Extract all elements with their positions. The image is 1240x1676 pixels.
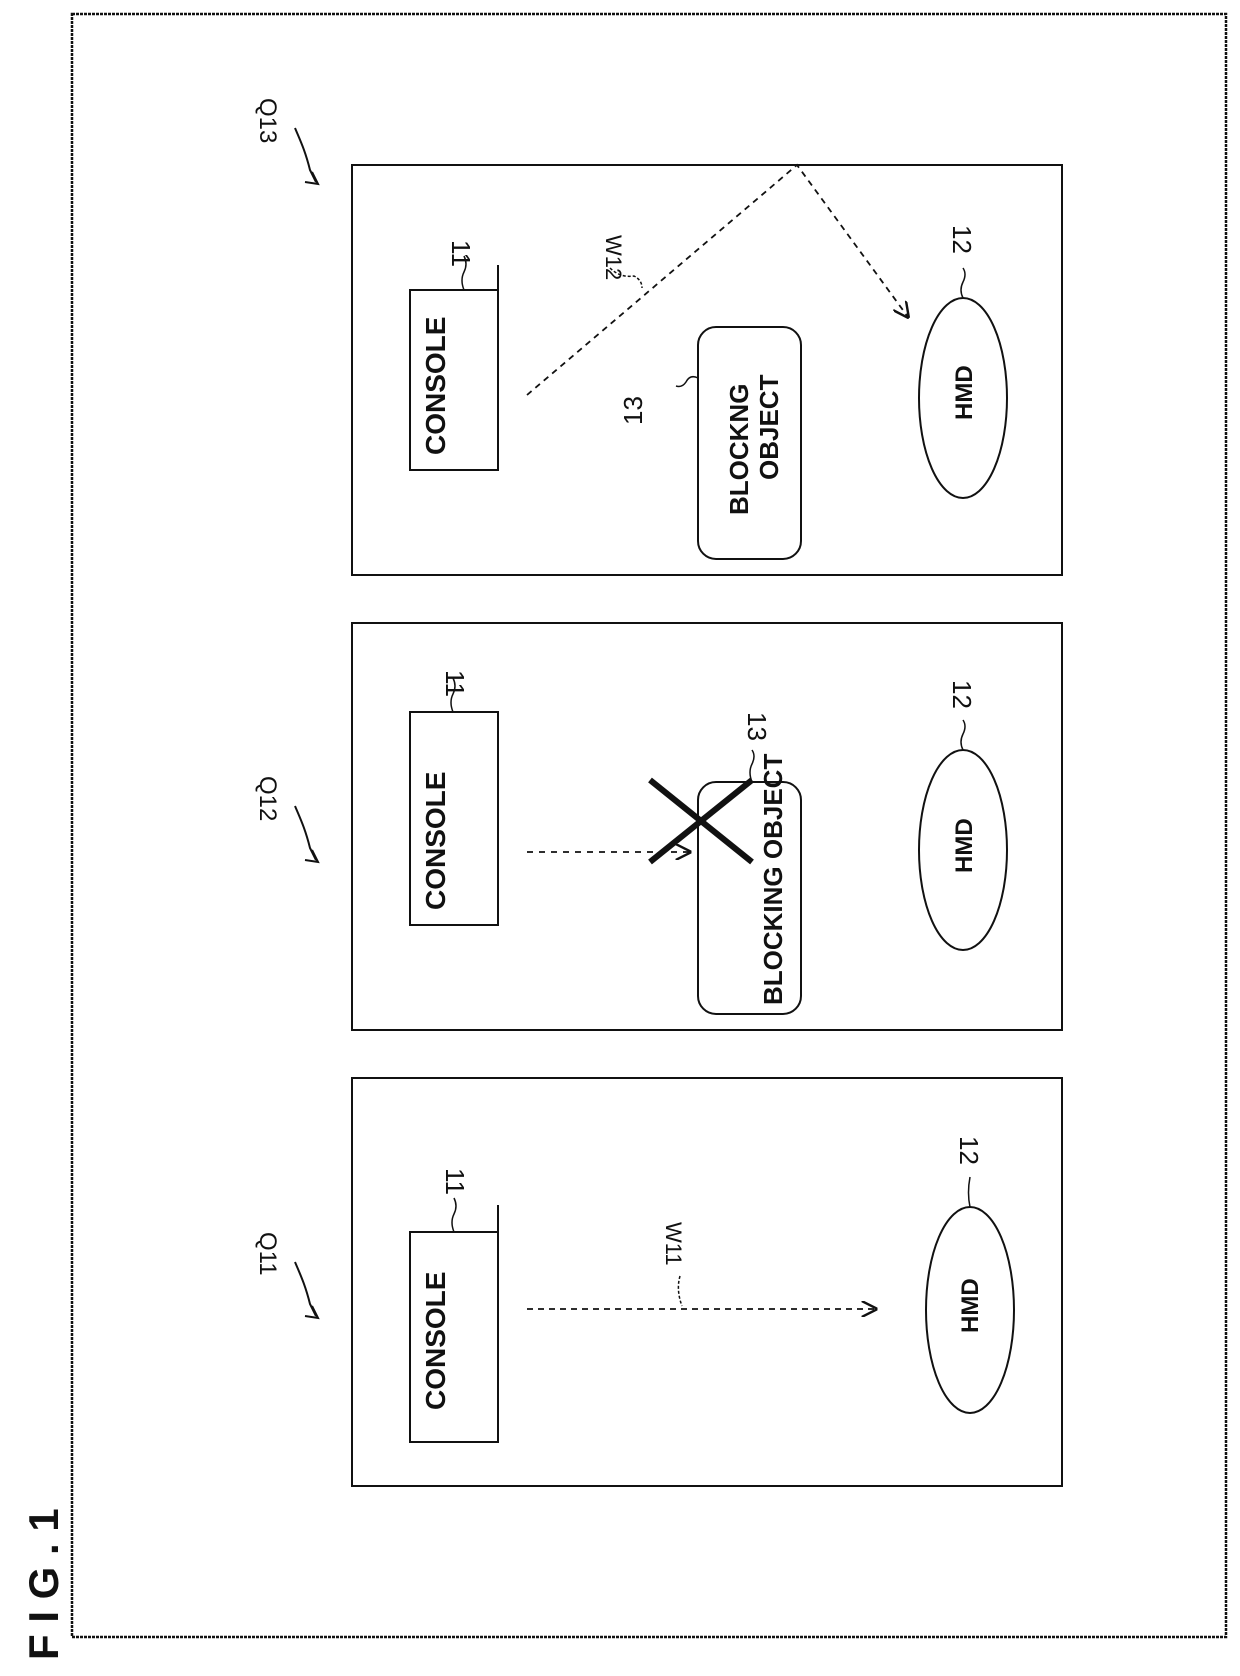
outer-frame: [70, 12, 1228, 1639]
console-box: [409, 711, 499, 926]
arrow-icon: [304, 1305, 320, 1320]
panel-frame: [351, 1077, 1063, 1487]
console-ref: 11: [440, 670, 470, 697]
ref-leader: [749, 749, 755, 783]
panel-id-label: Q11: [254, 1232, 281, 1276]
ref-leader: [451, 1197, 457, 1233]
figure-label: F I G . 1: [20, 1508, 67, 1660]
hmd-ref: 12: [947, 225, 977, 254]
hmd-label: HMD: [951, 818, 978, 873]
ref-leader: [609, 267, 643, 289]
console-ref: 11: [446, 240, 476, 267]
console-ref: 11: [440, 1168, 470, 1195]
blocking-ref: 13: [742, 712, 772, 741]
panel-id-leader: [294, 127, 317, 183]
panel-id-label: Q12: [254, 776, 281, 821]
console-label: CONSOLE: [420, 317, 451, 455]
console-box: [409, 289, 499, 471]
wave-ref: W12: [601, 235, 626, 280]
signal-path-w12: [526, 163, 908, 396]
panel-q11: Q11 CONSOLE 11 W11 HMD 12: [254, 1077, 1063, 1487]
arrow-icon: [304, 171, 320, 186]
blocking-label: BLOCKNG: [724, 384, 754, 515]
panel-frame: [351, 164, 1063, 576]
panel-frame: [351, 622, 1063, 1031]
wave-ref: W11: [661, 1222, 686, 1266]
ref-leader: [461, 255, 467, 291]
blocking-object: [697, 326, 802, 560]
blocking-ref: 13: [618, 396, 648, 425]
panel-id-leader: [294, 1261, 317, 1317]
panel-q13: Q13 CONSOLE 11 W12 BLOCKNG OBJECT 13 HMD…: [254, 98, 1063, 576]
console-label: CONSOLE: [420, 772, 451, 910]
blocking-label: OBJECT: [754, 374, 784, 480]
blocked-x-icon: [648, 777, 754, 865]
hmd-label: HMD: [957, 1278, 984, 1333]
blocking-label: BLOCKING OBJECT: [758, 754, 788, 1005]
ref-leader: [967, 1176, 971, 1208]
panel-q12: Q12 CONSOLE 11 BLOCKING OBJECT 13 HMD 12: [254, 622, 1063, 1031]
ref-leader: [675, 375, 699, 388]
ref-leader: [677, 1275, 683, 1307]
hmd-ref: 12: [947, 680, 977, 709]
ref-leader: [450, 677, 456, 713]
ref-leader: [960, 267, 966, 299]
panel-id-label: Q13: [254, 98, 281, 143]
ref-leader: [960, 719, 966, 751]
console-label: CONSOLE: [420, 1272, 451, 1410]
hmd-ref: 12: [954, 1136, 984, 1165]
hmd-label: HMD: [951, 365, 978, 420]
panel-id-leader: [294, 805, 317, 861]
arrow-icon: [304, 849, 320, 864]
